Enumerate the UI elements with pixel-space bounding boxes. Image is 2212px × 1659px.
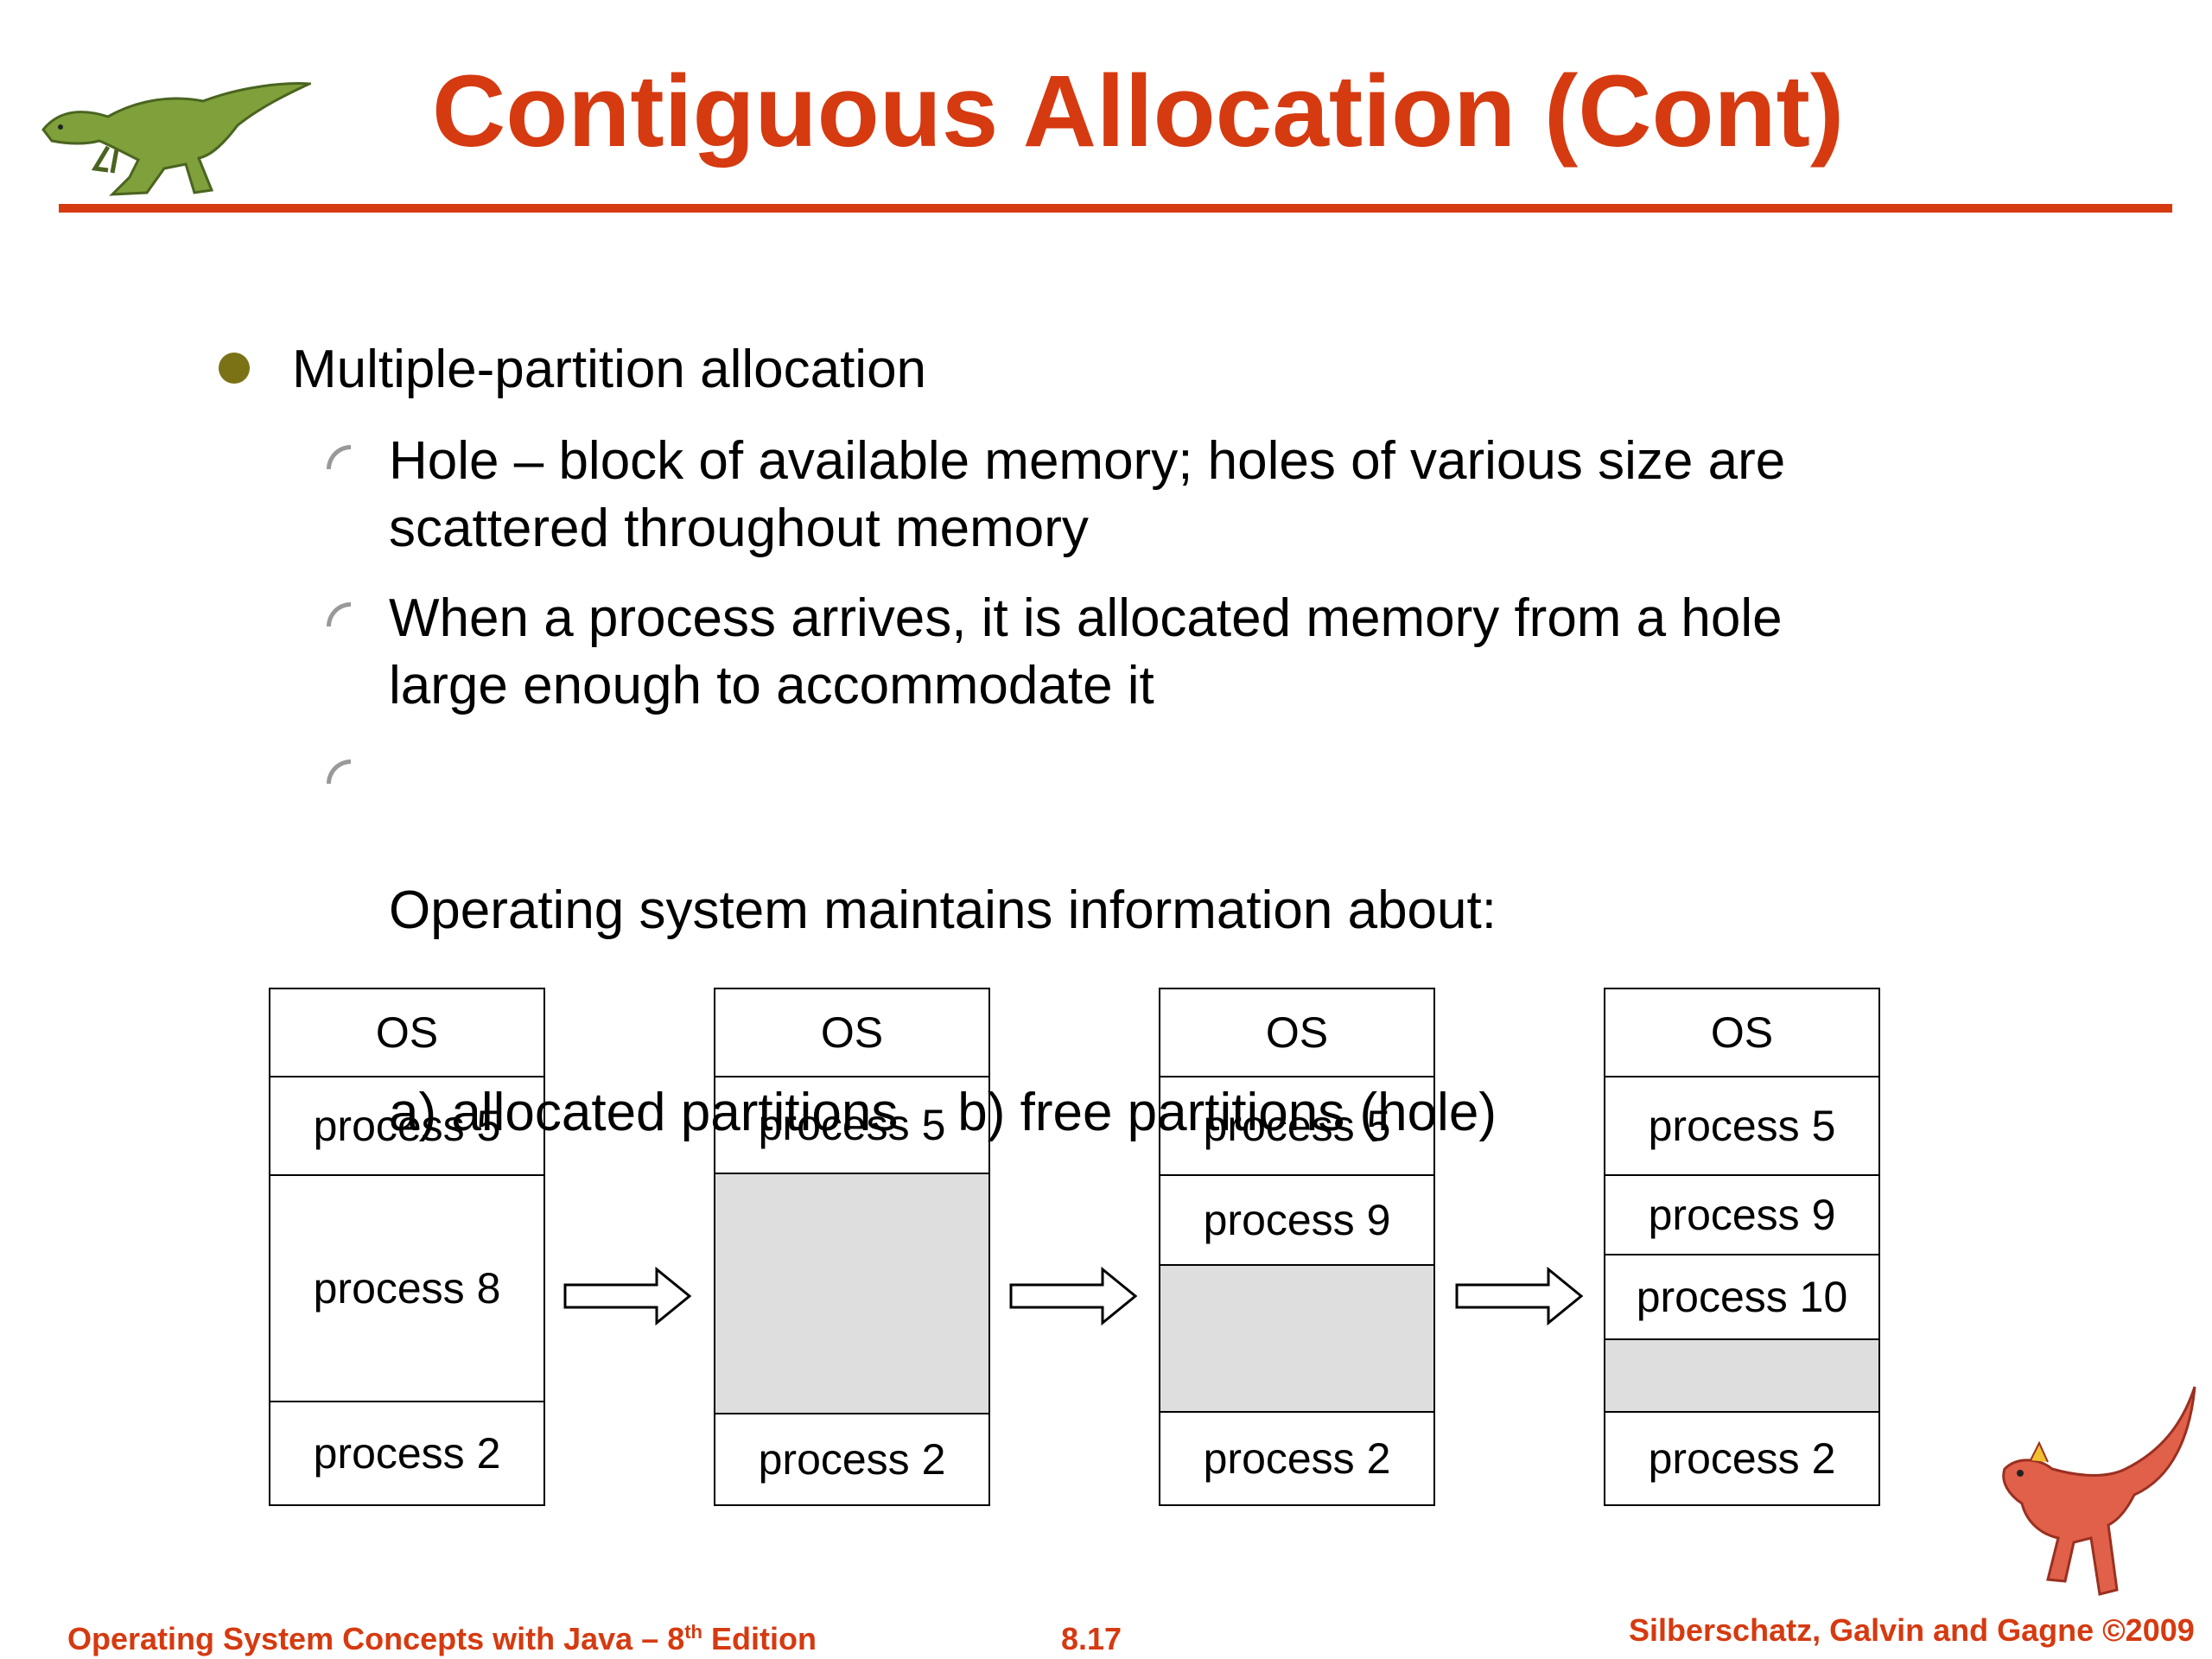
partition-label: process 9	[1648, 1191, 1836, 1239]
dinosaur-mascot-icon	[2002, 1386, 2196, 1596]
memory-partition: process 5	[714, 1076, 990, 1174]
memory-hole	[714, 1173, 990, 1414]
partition-label: process 5	[1203, 1102, 1391, 1150]
memory-hole	[1604, 1338, 1880, 1413]
sub-bullet-icon	[327, 445, 351, 469]
slide-title: Contiguous Allocation (Cont)	[432, 54, 1845, 168]
memory-partition: process 2	[714, 1413, 990, 1506]
sub-bullet-icon	[327, 760, 351, 784]
partition-label: process 5	[1648, 1102, 1836, 1150]
sub-bullet-line: Operating system maintains information a…	[389, 880, 1497, 940]
right-arrow-icon	[563, 1266, 692, 1326]
memory-partition: process 9	[1604, 1174, 1880, 1255]
partition-label: process 5	[758, 1101, 946, 1149]
right-arrow-icon	[1009, 1266, 1138, 1326]
partition-label: OS	[1265, 1008, 1329, 1057]
sub-bullet-text: Operating system maintains information a…	[389, 742, 1497, 1214]
partition-label: process 8	[313, 1264, 501, 1313]
partition-label: process 2	[313, 1429, 501, 1478]
memory-partition: OS	[714, 988, 990, 1077]
memory-partition: OS	[1604, 988, 1880, 1077]
bullet-dot-icon	[219, 353, 250, 384]
partition-label: process 5	[313, 1102, 501, 1150]
sub-bullet-text: When a process arrives, it is allocated …	[389, 585, 1783, 720]
partition-label: process 2	[758, 1435, 946, 1484]
partition-label: process 10	[1636, 1273, 1848, 1321]
sub-bullet-line: a) allocated partitions b) free partitio…	[389, 1083, 1497, 1142]
memory-partition: process 2	[1604, 1411, 1880, 1506]
footer-page-number: 8.17	[1061, 1621, 1122, 1656]
memory-partition: process 2	[269, 1401, 545, 1506]
partition-label: OS	[820, 1008, 884, 1057]
partition-label: process 2	[1203, 1434, 1391, 1483]
partition-label: process 2	[1648, 1434, 1836, 1483]
footer-book-title-main: Operating System Concepts with Java – 8	[67, 1621, 685, 1656]
partition-label: OS	[375, 1008, 439, 1057]
memory-partition: process 10	[1604, 1254, 1880, 1340]
memory-hole	[1159, 1264, 1435, 1413]
memory-partition: OS	[269, 988, 545, 1077]
right-arrow-icon	[1455, 1266, 1584, 1326]
sub-bullet-line: large enough to accommodate it	[389, 656, 1154, 715]
partition-label: OS	[1710, 1008, 1774, 1057]
memory-partition: OS	[1159, 988, 1435, 1077]
dinosaur-logo-icon	[41, 82, 311, 196]
partition-label: process 9	[1203, 1196, 1391, 1244]
memory-partition: process 5	[1159, 1076, 1435, 1176]
sub-bullet-text: Hole – block of available memory; holes …	[389, 428, 1785, 563]
memory-partition: process 5	[1604, 1076, 1880, 1176]
sub-bullet-line: When a process arrives, it is allocated …	[389, 588, 1783, 648]
footer-book-title-sup: th	[684, 1621, 702, 1643]
sub-bullet-line: Hole – block of available memory; holes …	[389, 431, 1786, 491]
memory-partition: process 2	[1159, 1411, 1435, 1506]
sub-bullet-icon	[327, 602, 351, 626]
footer-copyright: Silberschatz, Galvin and Gagne ©2009	[1629, 1612, 2195, 1648]
memory-partition: process 9	[1159, 1174, 1435, 1266]
sub-bullet-line: scattered throughout memory	[389, 499, 1089, 558]
memory-partition: process 5	[269, 1076, 545, 1176]
title-underline	[59, 204, 2172, 213]
memory-partition: process 8	[269, 1174, 545, 1402]
footer-book-title-edition: Edition	[702, 1621, 817, 1656]
bullet-text: Multiple-partition allocation	[292, 340, 927, 399]
footer-book-title: Operating System Concepts with Java – 8t…	[67, 1621, 817, 1657]
